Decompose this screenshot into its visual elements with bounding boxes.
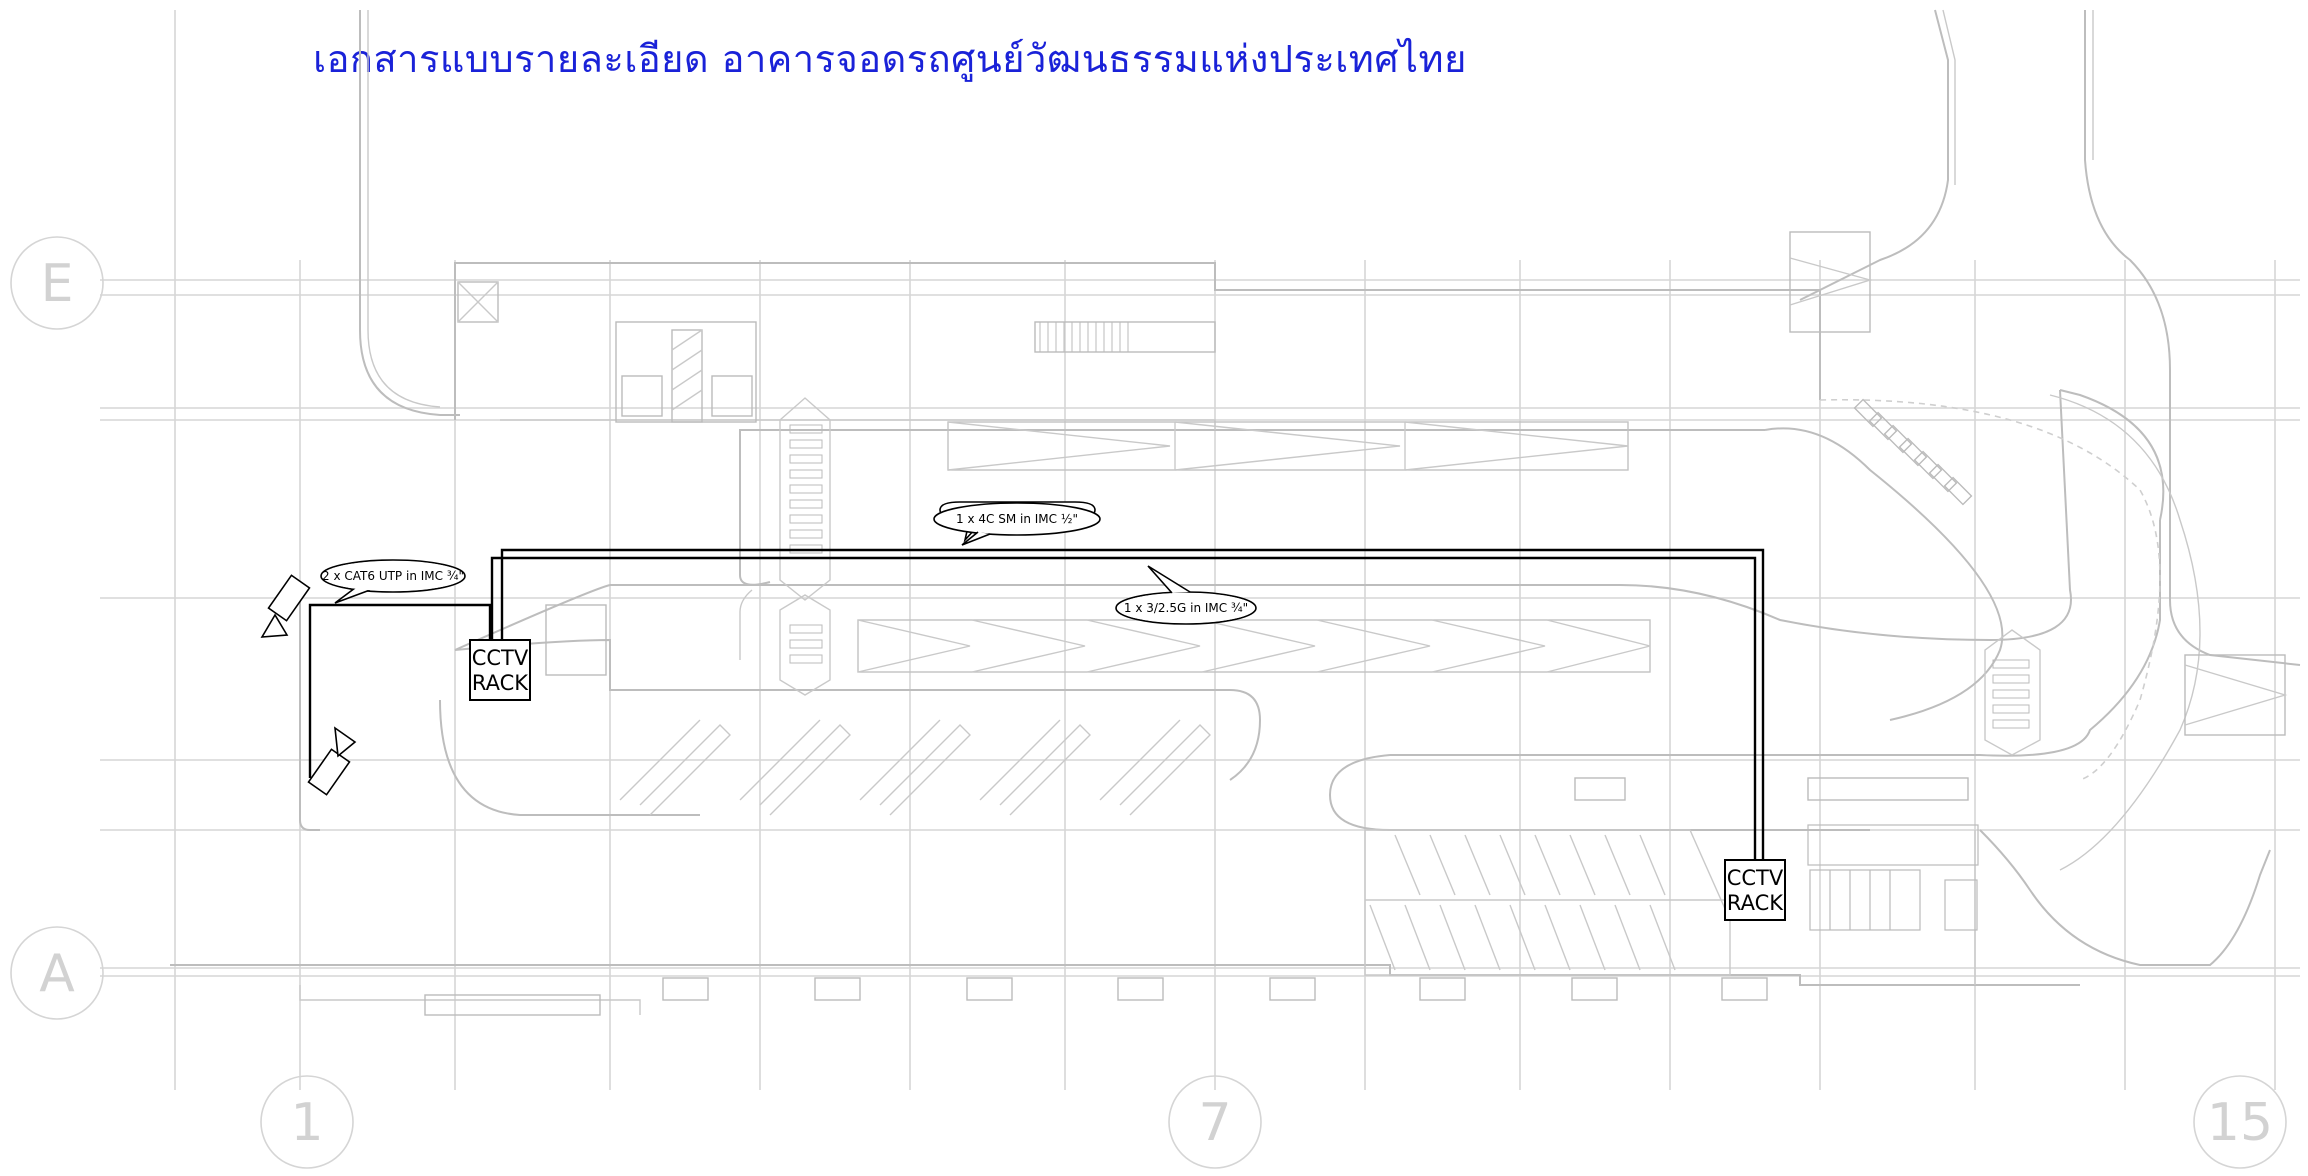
grid-label-7: 7: [1198, 1093, 1231, 1153]
cctv-rack-right: CCTV RACK: [1724, 859, 1786, 921]
grid-label-a: A: [39, 944, 75, 1004]
cctv-rack-left: CCTV RACK: [469, 639, 531, 701]
rack-right-line2: RACK: [1727, 891, 1784, 915]
grid-bubble-e: E: [10, 236, 104, 330]
coax-cable-route: [490, 556, 1757, 860]
diagonal-ramp-stripes: [1853, 398, 1973, 506]
building-outline: [170, 9, 2301, 1015]
rack-right-line1: CCTV: [1727, 866, 1784, 890]
facade-openings: [424, 977, 1768, 1016]
utp-label-bubble: 2 x CAT6 UTP in IMC ¾": [320, 559, 466, 604]
stair-cores: [457, 231, 2288, 801]
fiber-cable-label: 1 x 4C SM in IMC ½": [956, 512, 1078, 526]
drawing-title: เอกสารแบบรายละเอียด อาคารจอดรถศูนย์วัฒนธ…: [313, 37, 1467, 81]
rack-left-line2: RACK: [472, 671, 529, 695]
grid-bubble-1: 1: [260, 1075, 354, 1169]
fiber-label-bubble: 1 x 4C SM in IMC ½": [933, 501, 1101, 546]
coax-cable-label: 1 x 3/2.5G in IMC ¾": [1124, 601, 1248, 615]
parking-stalls-upper: [947, 421, 1629, 471]
grid-bubble-a: A: [10, 926, 104, 1020]
diagonal-parking-lower: [1364, 829, 1731, 976]
cctv-camera-icon: [307, 726, 357, 796]
grid-label-1: 1: [290, 1093, 323, 1153]
toilet-block: [1807, 824, 1979, 931]
fiber-cable-route: [500, 548, 1765, 860]
cctv-camera-icon: [260, 574, 311, 638]
central-ramp-column: [779, 397, 2041, 756]
diagonal-parking-left: [619, 719, 1211, 816]
coax-label-bubble: 1 x 3/2.5G in IMC ¾": [1115, 565, 1257, 625]
utp-cable-label: 2 x CAT6 UTP in IMC ¾": [322, 569, 464, 583]
grid-bubble-7: 7: [1168, 1075, 1262, 1169]
grid-label-15: 15: [2207, 1093, 2273, 1153]
parking-stalls-mid: [857, 619, 1651, 673]
rack-left-line1: CCTV: [472, 646, 529, 670]
cctv-cabling: [308, 548, 1765, 860]
grid-label-e: E: [41, 254, 74, 314]
utp-cable-route: [308, 603, 492, 778]
grid-bubble-15: 15: [2193, 1075, 2287, 1169]
